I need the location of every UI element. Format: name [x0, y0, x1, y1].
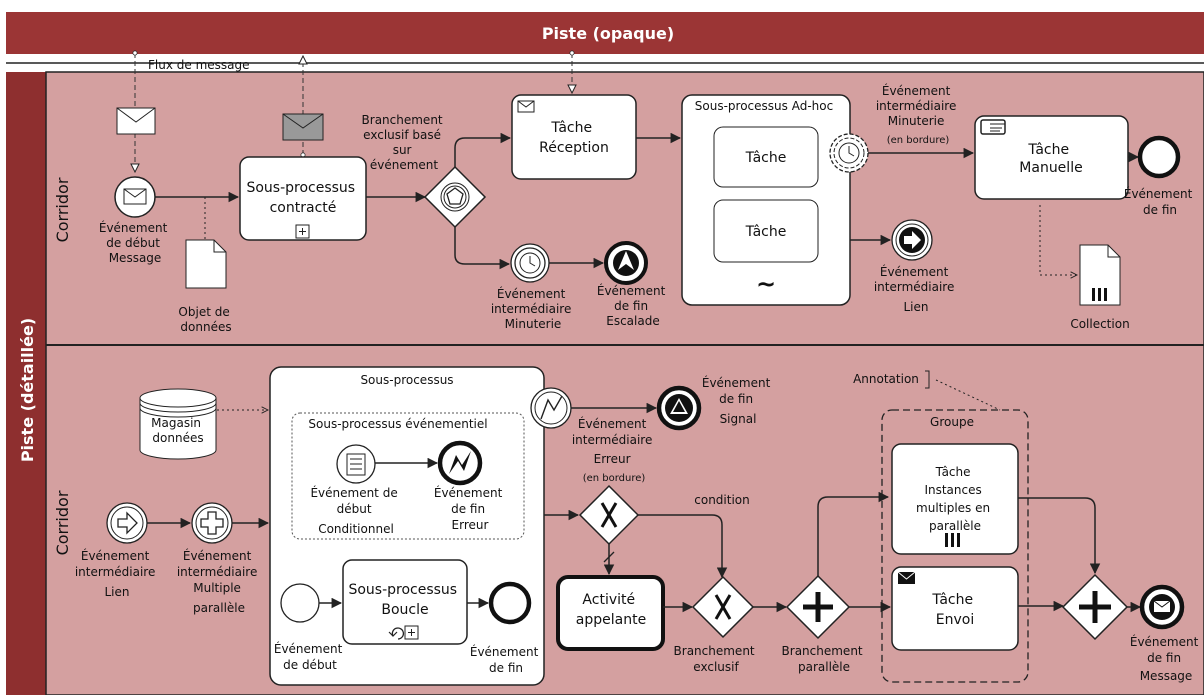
end-event-lower-label: Événement de fin: [470, 644, 542, 675]
group-box: [881, 409, 1029, 683]
parallel-gateway-label: Branchement parallèle: [782, 644, 867, 674]
collapsed-marker-icon: [295, 224, 310, 239]
message-end-label: Événement de fin Message: [1130, 634, 1202, 683]
message-flow-label: Flux de message: [148, 58, 250, 72]
call-activity-label: Activité appelante: [576, 592, 646, 628]
event-gateway-label: Branchement exclusif basé sur événement: [362, 113, 447, 172]
link-intermediate-event-lower: [106, 502, 148, 544]
exclusive-gateway-label: Branchement exclusif: [674, 644, 759, 674]
lane-title-lower: Corridor: [53, 490, 72, 555]
boundary-error-event: [530, 387, 572, 429]
link-event-label: Événement intermédiaire Lien: [874, 264, 958, 314]
adhoc-task-2-label: Tâche: [745, 224, 787, 240]
manual-hand-icon: [980, 119, 1006, 135]
end-event-lower: [488, 581, 532, 625]
start-message-event-label: Événement de début Message: [99, 220, 171, 265]
parallel-mi-marker-icon: [945, 533, 960, 547]
timer-intermediate-event: [510, 243, 550, 283]
data-object-label: Objet de données: [178, 305, 233, 334]
receive-task-label: Tâche Réception: [539, 120, 609, 156]
send-envelope-icon: [897, 571, 916, 584]
manual-task-label: Tâche Manuelle: [1019, 142, 1082, 176]
end-event-upper-label: Événement de fin: [1124, 186, 1196, 217]
subprocess-contracted-label: Sous-processus contracté: [246, 180, 359, 216]
pool-side-bar: [6, 72, 46, 695]
adhoc-title: Sous-processus Ad-hoc: [695, 99, 833, 113]
error-end-event: [437, 440, 483, 486]
start-event-lower-label: Événement de début: [274, 641, 346, 672]
conditional-start-event: [336, 444, 376, 484]
data-store-icon: [139, 388, 217, 460]
boundary-error-label: Événement intermédiaire Erreur (en bordu…: [572, 416, 656, 484]
send-task-label: Tâche Envoi: [931, 592, 977, 628]
pool-header: [6, 12, 1204, 54]
pool-header-title: Piste (opaque): [542, 24, 674, 43]
start-message-event: [114, 176, 156, 218]
end-event-upper: [1137, 135, 1181, 179]
escalation-end-event: [604, 241, 648, 285]
collapsed-marker-loop-icon: [404, 625, 419, 640]
timer-event-label: Événement intermédiaire Minuterie: [491, 286, 575, 331]
multiple-parallel-label: Événement intermédiaire Multiple parallè…: [177, 548, 261, 615]
condition-label: condition: [694, 493, 749, 507]
message-end-event: [1139, 584, 1185, 630]
parallel-gateway-join: [1061, 573, 1129, 641]
boundary-timer-event: [829, 133, 869, 173]
link-event-lower-label: Événement intermédiaire Lien: [75, 548, 159, 599]
collection-label: Collection: [1070, 317, 1129, 331]
event-subprocess: [291, 412, 525, 540]
adhoc-task-2: [713, 199, 819, 263]
group-label: Groupe: [930, 415, 974, 429]
call-activity: [556, 575, 665, 651]
loop-subprocess: [342, 559, 468, 645]
error-end-label: Événement de fin Erreur: [434, 485, 506, 532]
lane-title-upper: Corridor: [53, 177, 72, 242]
receive-envelope-icon: [517, 100, 535, 113]
escalation-end-label: Événement de fin Escalade: [597, 283, 669, 328]
loop-marker-icon: [388, 627, 404, 640]
adhoc-task-1-label: Tâche: [745, 150, 787, 166]
multi-instance-task-label: Tâche Instances multiples en parallèle: [916, 465, 994, 533]
adhoc-task-1: [713, 126, 819, 188]
adhoc-marker-icon: ~: [756, 270, 776, 298]
loop-subprocess-label: Sous-processus Boucle: [348, 582, 461, 618]
collection-data-object-icon: [1079, 244, 1121, 306]
annotation-bracket: [925, 370, 930, 389]
conditional-start-label: Événement de début Conditionnel: [310, 485, 401, 536]
start-event-lower: [280, 583, 320, 623]
message-envelope-icon: [116, 107, 156, 135]
exclusive-gateway-merge: [691, 575, 755, 639]
send-task: [891, 566, 1019, 651]
data-store-label: Magasin données: [151, 416, 205, 445]
subprocess-title: Sous-processus: [360, 373, 453, 387]
multiple-parallel-event: [191, 502, 233, 544]
signal-end-label: Événement de fin Signal: [702, 375, 774, 426]
receive-task: [511, 94, 637, 180]
parallel-gateway-split: [785, 574, 851, 640]
data-object-icon: [185, 239, 227, 289]
event-subprocess-title: Sous-processus événementiel: [308, 417, 487, 431]
multi-instance-task: [891, 443, 1019, 555]
pool-side-title: Piste (détaillée): [18, 318, 37, 462]
annotation-text: Annotation: [853, 372, 919, 386]
subprocess-contracted: [239, 156, 367, 241]
link-intermediate-event: [891, 219, 933, 261]
signal-end-event: [656, 385, 702, 431]
annotation-association: [935, 379, 1001, 411]
boundary-timer-label: Événement intermédiaire Minuterie (en bo…: [876, 83, 960, 146]
message-envelope-filled-icon: [282, 113, 324, 141]
